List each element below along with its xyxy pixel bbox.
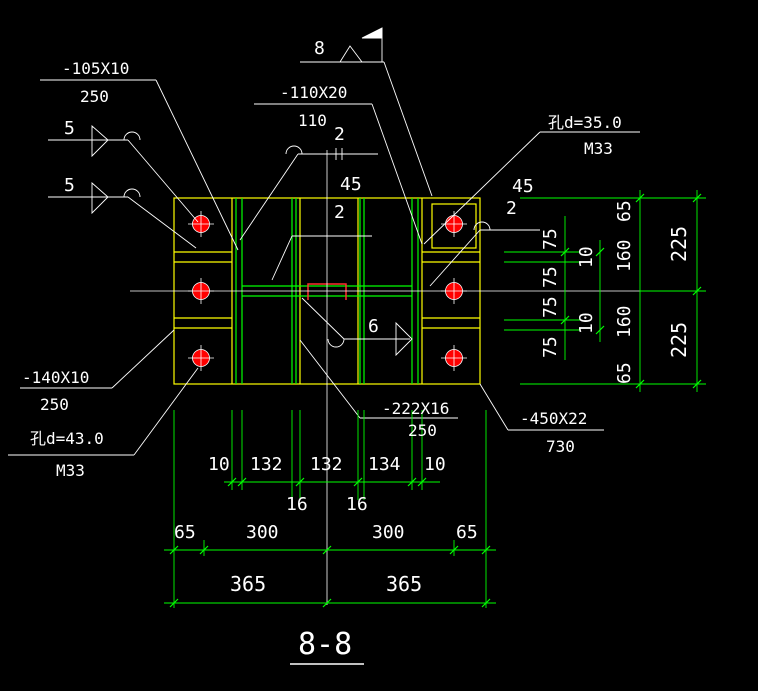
leader-lines	[8, 28, 640, 456]
label-hole-35: 孔d=35.0	[548, 113, 622, 132]
label-weld-5-a: 5	[64, 118, 75, 139]
dim-right-a-3: 75	[540, 296, 561, 318]
label-weld-5-b: 5	[64, 175, 75, 196]
label-weld-2-c: 2	[506, 198, 517, 219]
label-plate-105-len: 250	[80, 87, 109, 106]
dim-bottom-r2-1: 16	[286, 494, 308, 515]
label-angle-45-a: 45	[340, 174, 362, 195]
dim-right-c-2: 160	[614, 239, 635, 272]
label-weld-2-b: 2	[334, 202, 345, 223]
dim-bottom-r4-1: 365	[230, 572, 266, 596]
dim-bottom-r3-1: 65	[174, 522, 196, 543]
dim-bottom-r1-5: 10	[424, 454, 446, 475]
label-hole-43: 孔d=43.0	[30, 429, 104, 448]
label-hole-35-bolt: M33	[584, 139, 613, 158]
label-hole-43-bolt: M33	[56, 461, 85, 480]
right-dimension-texts: 75 75 75 75 10 10 65 160 160 65 225 225	[540, 200, 691, 384]
label-plate-450: -450X22	[520, 409, 587, 428]
label-plate-110: -110X20	[280, 83, 347, 102]
dim-bottom-r1-3: 132	[310, 454, 343, 475]
dim-right-d-1: 225	[667, 226, 691, 262]
dim-bottom-r1-4: 134	[368, 454, 401, 475]
section-title: 8-8	[298, 627, 352, 662]
dim-right-b-2: 10	[576, 312, 597, 334]
dim-right-c-4: 65	[614, 362, 635, 384]
dimension-ticks	[169, 193, 702, 608]
label-weld-6: 6	[368, 316, 379, 337]
plate-labels: -105X10 250 -110X20 110 8 孔d=35.0 M33 5 …	[22, 38, 622, 480]
label-plate-140-len: 250	[40, 395, 69, 414]
dim-bottom-r2-2: 16	[346, 494, 368, 515]
dimension-lines	[164, 190, 706, 608]
dim-bottom-r3-3: 300	[372, 522, 405, 543]
dim-right-c-1: 65	[614, 200, 635, 222]
label-plate-110-len: 110	[298, 111, 327, 130]
dim-bottom-r3-2: 300	[246, 522, 279, 543]
label-plate-140: -140X10	[22, 368, 89, 387]
label-plate-105: -105X10	[62, 59, 129, 78]
center-lines	[130, 150, 700, 605]
dim-right-a-1: 75	[540, 228, 561, 250]
label-plate-450-len: 730	[546, 437, 575, 456]
dim-right-d-2: 225	[667, 322, 691, 358]
label-plate-222-len: 250	[408, 421, 437, 440]
label-plate-222: -222X16	[382, 399, 449, 418]
dim-bottom-r1-2: 132	[250, 454, 283, 475]
dim-right-c-3: 160	[614, 305, 635, 338]
bottom-dimension-texts: 10 132 132 134 10 16 16 65 300 300 65 36…	[174, 454, 478, 596]
weld-symbols	[123, 27, 491, 348]
label-weld-8: 8	[314, 38, 325, 59]
label-weld-2-a: 2	[334, 124, 345, 145]
bolt-crosshairs	[188, 211, 467, 371]
label-angle-45-b: 45	[512, 176, 534, 197]
dim-bottom-r4-2: 365	[386, 572, 422, 596]
dim-right-b-1: 10	[576, 246, 597, 268]
dim-right-a-4: 75	[540, 336, 561, 358]
dim-bottom-r1-1: 10	[208, 454, 230, 475]
dim-bottom-r3-4: 65	[456, 522, 478, 543]
dim-right-a-2: 75	[540, 266, 561, 288]
